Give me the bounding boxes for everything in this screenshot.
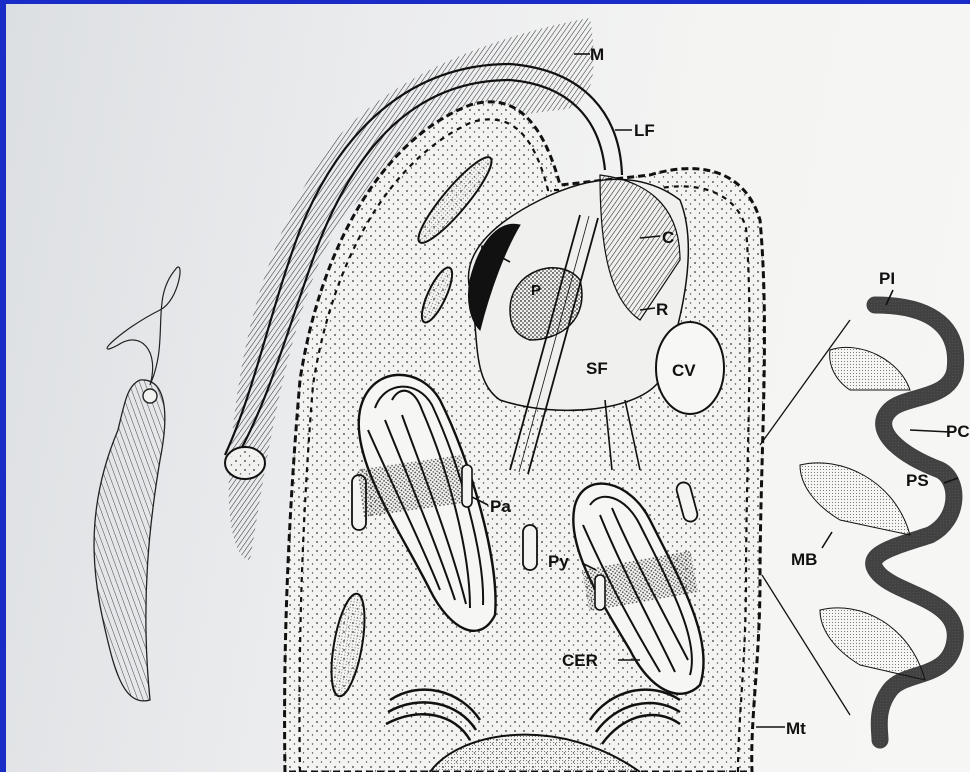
label-pc: PC [946, 423, 970, 440]
label-ps: PS [906, 472, 929, 489]
label-cv: CV [672, 362, 696, 379]
label-pa: Pa [490, 498, 511, 515]
pellicle-detail [760, 305, 956, 740]
label-m: M [590, 46, 604, 63]
label-p: P [531, 283, 541, 298]
label-c: C [662, 229, 674, 246]
label-e: E [480, 243, 491, 260]
label-mb: MB [791, 551, 817, 568]
label-mt: Mt [786, 720, 806, 737]
label-cer: CER [562, 652, 598, 669]
whole-organism-sketch [94, 267, 180, 701]
diagram-canvas: M LF E P C R SF CV Pa Py CER Mt PI PC PS… [6, 4, 970, 772]
label-py: Py [548, 553, 569, 570]
label-pi: PI [879, 270, 895, 287]
label-lf: LF [634, 122, 655, 139]
label-r: R [656, 301, 668, 318]
cell-diagram [6, 4, 970, 772]
label-sf: SF [586, 360, 608, 377]
